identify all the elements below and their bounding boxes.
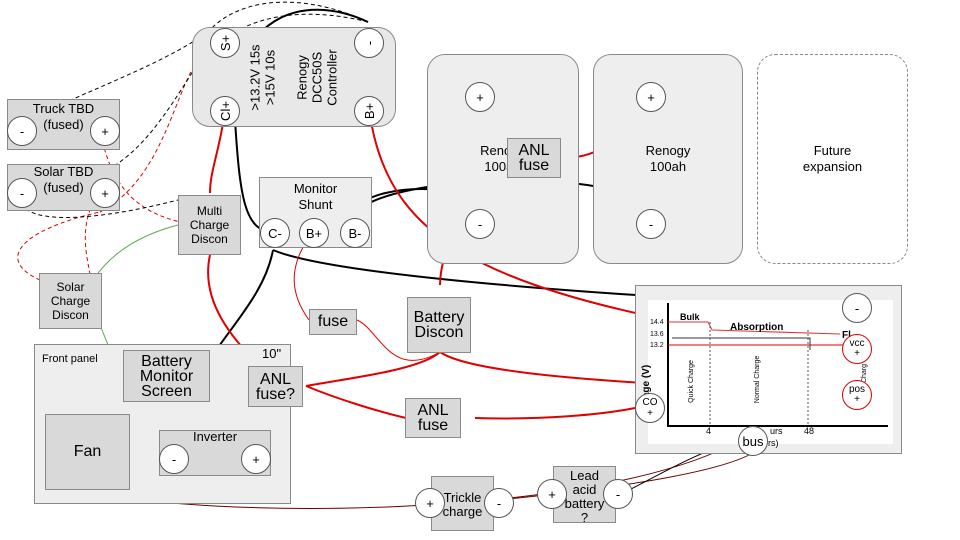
graph-x3: 48 [804, 426, 815, 436]
pos-text: pos [848, 384, 866, 395]
inline-fuse: fuse [309, 309, 357, 335]
graph-x4: rs) [768, 438, 779, 448]
anl-fuse-top: ANL fuse [507, 138, 561, 178]
inverter-minus-terminal[interactable]: - [159, 444, 189, 474]
graph-v3: 13.2 [650, 342, 664, 349]
pos-plus: + [854, 394, 860, 405]
anl-top-line1: ANL [518, 142, 550, 159]
battery-disconnect: Battery Discon [407, 297, 471, 353]
leadacid-line4: ? [580, 510, 589, 525]
dashed-wire-solar-discon [17, 211, 101, 281]
battery-discon-line1: Battery [413, 309, 465, 326]
battery-monitor-screen: Battery Monitor Screen [123, 350, 210, 402]
solar-discon-line1: Solar [56, 280, 85, 294]
solar-charge-disconnect: Solar Charge Discon [39, 273, 102, 329]
anl-inv-line2: fuse? [255, 385, 296, 403]
multi-line1: Multi [196, 204, 223, 218]
shunt-cminus-terminal[interactable]: C- [260, 218, 290, 248]
future-line1: Future [813, 143, 852, 158]
anl-inverter-note: 10" [262, 346, 282, 361]
trickle-minus-terminal[interactable]: - [484, 488, 514, 518]
graph-float-label: Fl [842, 330, 851, 341]
graph-quick-label: Quick Charge [687, 360, 695, 403]
anl-top-line2: fuse [518, 157, 550, 174]
graph-v2: 13.6 [650, 331, 664, 338]
battery-2-capacity: 100ah [649, 159, 687, 174]
battery-1-plus-terminal[interactable]: + [465, 82, 495, 112]
vcc-text: vcc [849, 338, 865, 349]
graph-v1: 14.4 [650, 319, 664, 326]
truck-title: Truck TBD [32, 101, 95, 116]
inline-fuse-label: fuse [317, 313, 349, 330]
fan-label: Fan [73, 443, 102, 460]
graph-vcc-terminal[interactable]: vcc + [842, 334, 872, 364]
graph-co-terminal[interactable]: CO + [635, 393, 665, 423]
solar-title: Solar TBD [33, 164, 94, 179]
graph-bus-terminal[interactable]: bus [738, 426, 768, 456]
multi-line2: Charge [189, 218, 230, 232]
graph-minus-terminal[interactable]: - [842, 293, 872, 323]
co-plus: + [647, 408, 653, 419]
monitor-screen-line2: Monitor [139, 367, 194, 385]
leadacid-line3: battery [564, 496, 605, 511]
shunt-line1: Monitor [293, 181, 338, 196]
solar-discon-line3: Discon [52, 308, 89, 322]
solar-subtitle: (fused) [43, 180, 84, 195]
graph-bulk-label: Bulk [680, 312, 700, 322]
multi-line3: Discon [191, 232, 228, 246]
leadacid-line1: Lead [570, 468, 599, 483]
front-panel-title: Front panel [42, 353, 98, 365]
thin-wire-fuse-batdiscon [356, 319, 441, 361]
wire-anlinv-anlmid [305, 385, 407, 419]
trickle-line1: Trickle [443, 490, 482, 505]
shunt-bplus-terminal[interactable]: B+ [299, 218, 329, 248]
future-line2: expansion [802, 159, 863, 174]
anl-mid-line1: ANL [417, 402, 449, 419]
battery-2-name: Renogy [645, 143, 691, 158]
wire-batdiscon-anlinv [305, 351, 441, 387]
trickle-plus-terminal[interactable]: + [415, 488, 445, 518]
anl-inv-line1: ANL [259, 370, 292, 388]
battery-discon-line2: Discon [414, 324, 464, 341]
wire-anlmid-co [474, 407, 636, 420]
dashed-wire-minus-truck [19, 1, 369, 126]
multi-charge-disconnect: Multi Charge Discon [178, 195, 241, 255]
graph-x2: urs [770, 426, 783, 436]
shunt-bminus-terminal[interactable]: B- [340, 218, 370, 248]
dashed-wire-truck-multi [99, 127, 181, 223]
inverter-plus-terminal[interactable]: + [241, 444, 271, 474]
battery-2-minus-terminal[interactable]: - [636, 209, 666, 239]
truck-subtitle: (fused) [43, 117, 84, 132]
anl-fuse-inverter: ANL fuse? [248, 366, 303, 407]
fan: Fan [45, 414, 130, 490]
monitor-screen-line1: Battery [141, 352, 192, 370]
leadacid-line2: acid [572, 482, 597, 497]
truck-plus-terminal[interactable]: + [90, 116, 120, 146]
anl-fuse-middle: ANL fuse [405, 398, 461, 438]
graph-absorption-label: Absorption [730, 322, 784, 333]
solar-plus-terminal[interactable]: + [90, 178, 120, 208]
anl-mid-line2: fuse [417, 417, 449, 434]
battery-2-box [593, 54, 743, 264]
inverter-label: Inverter [192, 429, 238, 444]
battery-2-plus-terminal[interactable]: + [636, 82, 666, 112]
charge-profile-graph [648, 300, 893, 444]
co-text: CO [642, 397, 658, 408]
monitor-screen-line3: Screen [141, 382, 192, 400]
truck-minus-terminal[interactable]: - [7, 116, 37, 146]
leadacid-plus-terminal[interactable]: + [537, 479, 567, 509]
future-expansion-box [757, 54, 908, 264]
solar-minus-terminal[interactable]: - [7, 178, 37, 208]
dashed-wire-splus-truck [99, 39, 226, 213]
graph-normal-label: Normal Charge [754, 355, 762, 404]
shunt-line2: Shunt [298, 197, 333, 212]
leadacid-minus-terminal[interactable]: - [603, 479, 633, 509]
battery-1-minus-terminal[interactable]: - [465, 209, 495, 239]
trickle-line2: charge [442, 504, 483, 519]
graph-x1: 4 [706, 426, 712, 436]
graph-pos-terminal[interactable]: pos + [842, 380, 872, 410]
solar-discon-line2: Charge [50, 294, 91, 308]
vcc-plus: + [854, 348, 860, 359]
